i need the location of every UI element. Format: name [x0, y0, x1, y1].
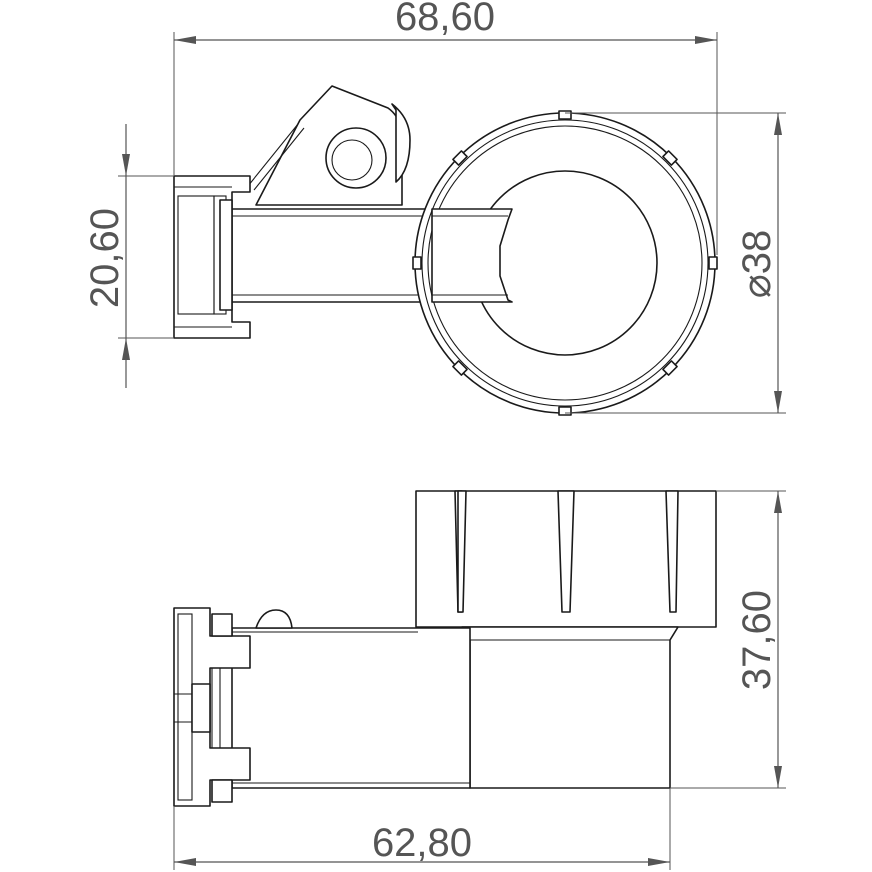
- side-height-label: 37,60: [735, 590, 779, 690]
- top-view: [173, 85, 718, 416]
- clamp-body: [229, 208, 426, 303]
- hinge-pin-hole: [325, 127, 387, 189]
- end-cap: [173, 175, 251, 339]
- dimension-side-width: 62,80: [173, 788, 671, 870]
- dimension-top-width: 68,60: [173, 0, 718, 255]
- dimension-clamp-height: 20,60: [83, 124, 174, 388]
- ring-collar: [415, 490, 717, 628]
- diameter-symbol: ⌀: [735, 274, 779, 298]
- side-width-label: 62,80: [372, 821, 472, 865]
- ring-body-side: [461, 626, 679, 789]
- dimension-ring-diameter: ⌀38: [565, 112, 786, 414]
- end-cap-side: [173, 607, 251, 807]
- arm-body-side: [231, 627, 471, 789]
- ring-clamp: [412, 110, 718, 416]
- ring-diameter-label: ⌀38: [735, 230, 779, 299]
- clamp-height-label: 20,60: [83, 208, 127, 308]
- side-view: [173, 490, 717, 807]
- ring-diameter-value: 38: [735, 230, 779, 275]
- top-width-label: 68,60: [395, 0, 495, 39]
- hinge-bracket: [247, 85, 411, 206]
- hinge-knob-side: [255, 609, 293, 629]
- dimension-side-height: 37,60: [670, 490, 786, 789]
